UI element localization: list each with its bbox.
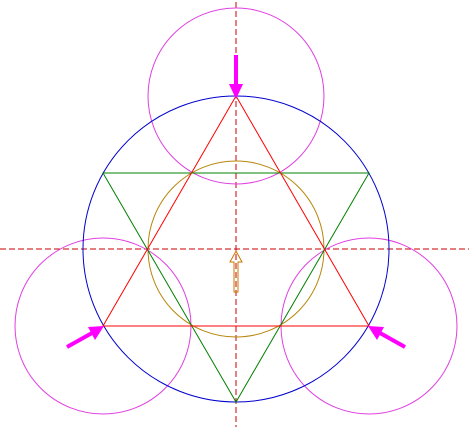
top-force-arrow: [229, 55, 243, 99]
right-force-arrow: [368, 326, 406, 349]
downward-triangle: [102, 172, 370, 403]
top-outer-circle: [147, 7, 325, 185]
left-force-arrow: [66, 326, 104, 349]
center-arrow-icon: [229, 249, 243, 293]
upward-triangle: [102, 95, 370, 327]
